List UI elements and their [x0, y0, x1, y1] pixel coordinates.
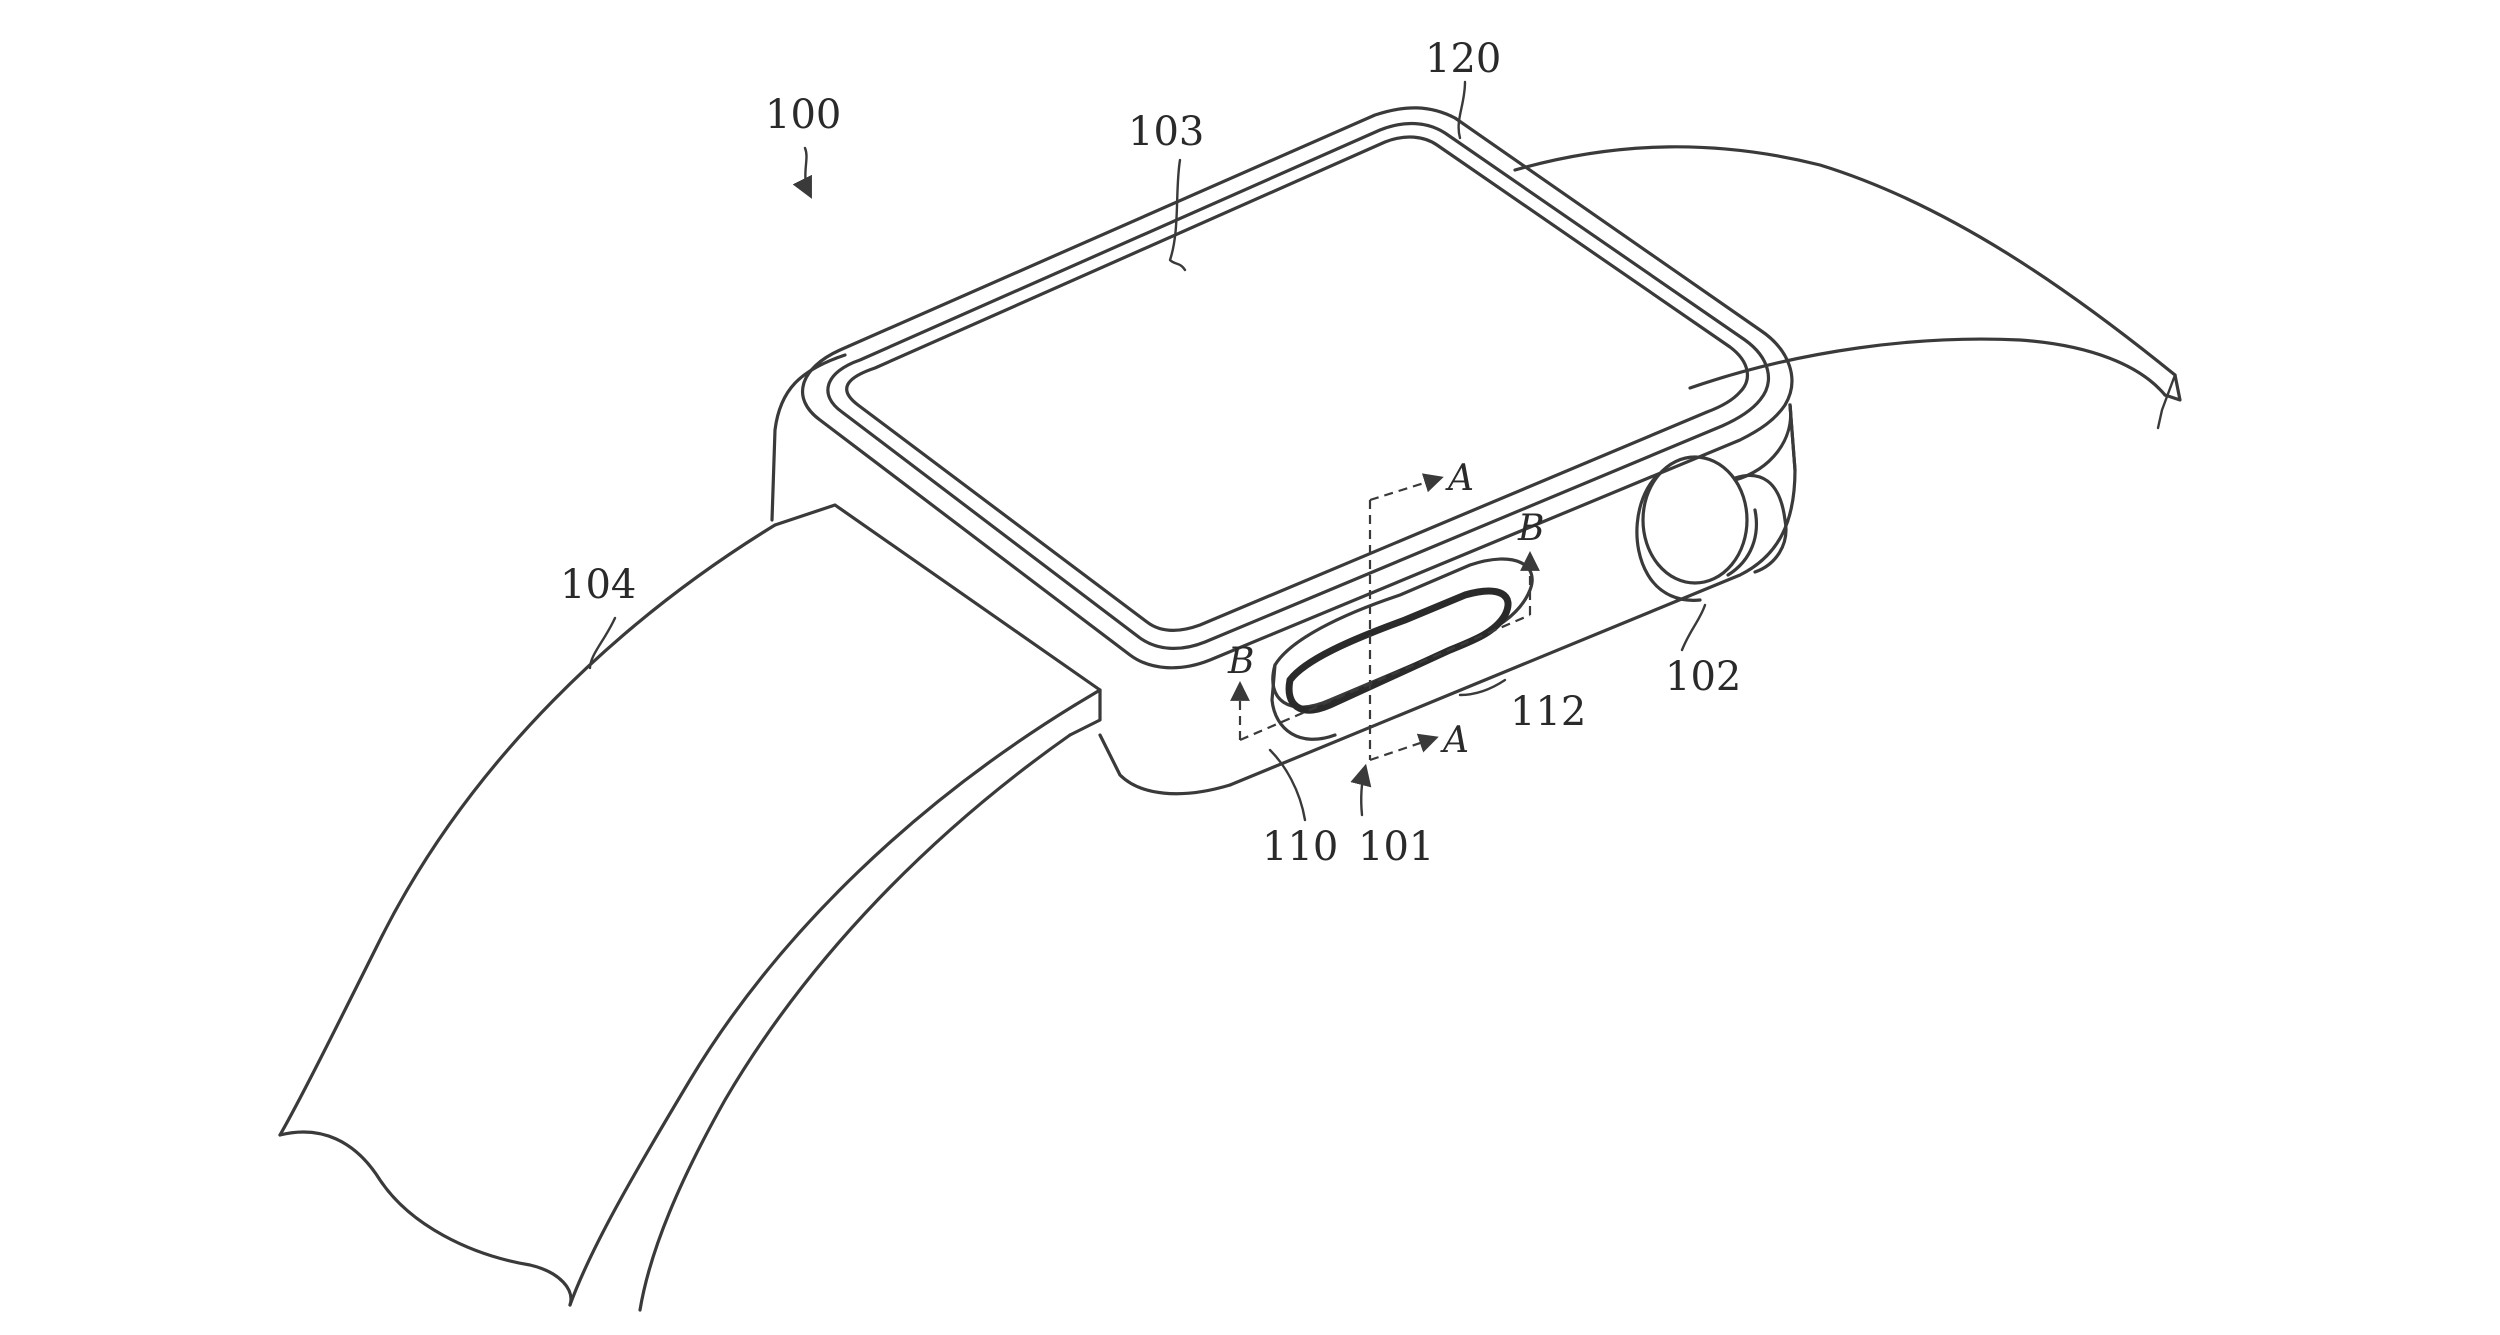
- label-104: 104: [560, 562, 636, 608]
- button-assembly: [1272, 559, 1532, 739]
- label-102: 102: [1665, 654, 1741, 700]
- label-section-a-top: A: [1445, 458, 1474, 499]
- label-section-b-left: B: [1227, 641, 1254, 682]
- crown-102: [1637, 457, 1786, 600]
- left-band-104: [280, 505, 1100, 1310]
- label-101: 101: [1358, 824, 1434, 870]
- label-section-b-right: B: [1517, 508, 1544, 549]
- housing-120: [772, 108, 1795, 794]
- section-lines: [1240, 478, 1530, 760]
- right-band: [1515, 147, 2180, 428]
- label-110: 110: [1262, 824, 1338, 870]
- label-section-a-bottom: A: [1440, 720, 1469, 761]
- label-120: 120: [1425, 36, 1501, 82]
- label-103: 103: [1128, 109, 1204, 155]
- label-100: 100: [765, 92, 841, 138]
- label-112: 112: [1510, 689, 1586, 735]
